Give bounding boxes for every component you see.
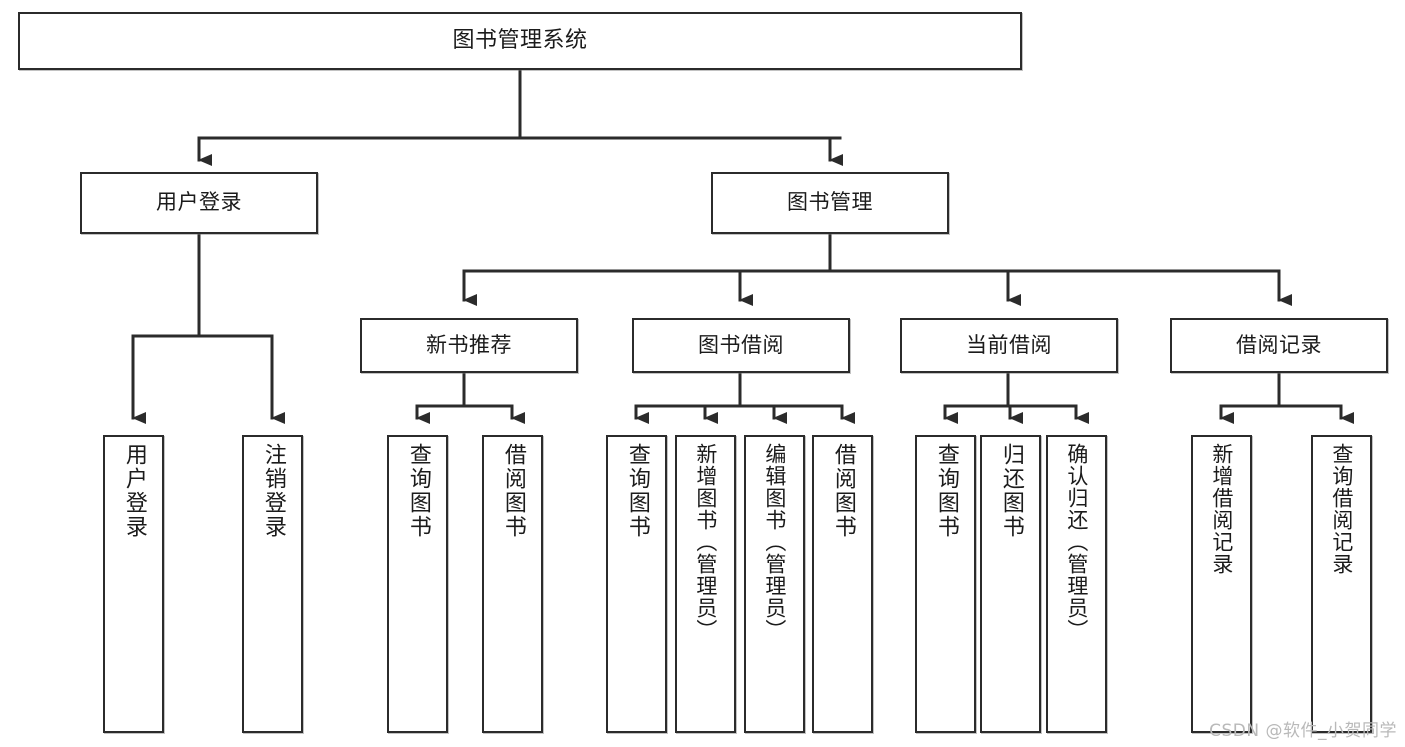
leaf-query-book-borrow[interactable]: 查询图书 xyxy=(606,435,667,733)
leaf-return-book[interactable]: 归还图书 xyxy=(980,435,1041,733)
leaf-query-borrow-record[interactable]: 查询借阅记录 xyxy=(1311,435,1372,733)
leaf-confirm-return-admin-label: 确认归还（管理员） xyxy=(1064,443,1089,641)
node-book-borrow[interactable]: 图书借阅 xyxy=(632,318,850,373)
node-current-borrow-label: 当前借阅 xyxy=(966,332,1052,357)
leaf-query-book-current-label: 查询图书 xyxy=(933,443,959,539)
leaf-query-book-recommend-label: 查询图书 xyxy=(405,443,431,539)
node-book-borrow-label: 图书借阅 xyxy=(698,332,784,357)
node-current-borrow[interactable]: 当前借阅 xyxy=(900,318,1118,373)
leaf-edit-book-admin[interactable]: 编辑图书（管理员） xyxy=(744,435,805,733)
leaf-return-book-label: 归还图书 xyxy=(998,443,1024,539)
node-new-book-recommend-label: 新书推荐 xyxy=(426,332,512,357)
leaf-borrow-book-recommend-label: 借阅图书 xyxy=(500,443,526,539)
leaf-add-borrow-record-label: 新增借阅记录 xyxy=(1209,443,1234,575)
leaf-edit-book-admin-label: 编辑图书（管理员） xyxy=(762,443,787,641)
leaf-borrow-book-recommend[interactable]: 借阅图书 xyxy=(482,435,543,733)
node-book-management[interactable]: 图书管理 xyxy=(711,172,949,234)
leaf-query-book-current[interactable]: 查询图书 xyxy=(915,435,976,733)
leaf-add-book-admin[interactable]: 新增图书（管理员） xyxy=(675,435,736,733)
leaf-logout[interactable]: 注销登录 xyxy=(242,435,303,733)
leaf-confirm-return-admin[interactable]: 确认归还（管理员） xyxy=(1046,435,1107,733)
node-book-management-label: 图书管理 xyxy=(787,190,873,215)
leaf-query-book-borrow-label: 查询图书 xyxy=(624,443,650,539)
node-borrow-record-label: 借阅记录 xyxy=(1236,332,1322,357)
leaf-user-login-label: 用户登录 xyxy=(121,443,147,539)
node-root[interactable]: 图书管理系统 xyxy=(18,12,1022,70)
leaf-borrow-book[interactable]: 借阅图书 xyxy=(812,435,873,733)
leaf-query-borrow-record-label: 查询借阅记录 xyxy=(1329,443,1354,575)
node-user-login[interactable]: 用户登录 xyxy=(80,172,318,234)
leaf-add-borrow-record[interactable]: 新增借阅记录 xyxy=(1191,435,1252,733)
node-new-book-recommend[interactable]: 新书推荐 xyxy=(360,318,578,373)
node-user-login-label: 用户登录 xyxy=(156,190,242,215)
node-root-label: 图书管理系统 xyxy=(452,27,588,53)
node-borrow-record[interactable]: 借阅记录 xyxy=(1170,318,1388,373)
watermark: CSDN @软件_小贺同学 xyxy=(1209,721,1397,741)
leaf-user-login[interactable]: 用户登录 xyxy=(103,435,164,733)
leaf-logout-label: 注销登录 xyxy=(260,443,286,539)
leaf-borrow-book-label: 借阅图书 xyxy=(830,443,856,539)
leaf-query-book-recommend[interactable]: 查询图书 xyxy=(387,435,448,733)
leaf-add-book-admin-label: 新增图书（管理员） xyxy=(693,443,718,641)
